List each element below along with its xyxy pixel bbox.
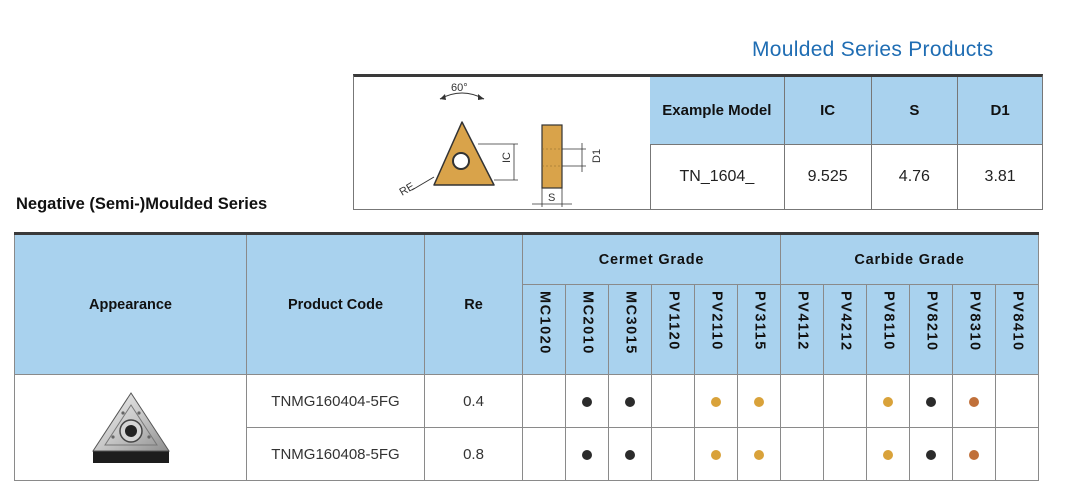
s-value: 4.76 [870, 144, 958, 209]
example-table: Example Model IC S D1 TN_1604_ 9.525 4.7… [650, 77, 1042, 209]
re-header: Re [424, 232, 523, 375]
grade-header: PV8210 [909, 284, 953, 375]
grade-mark-cell [522, 374, 566, 428]
grade-header: MC3015 [608, 284, 652, 375]
brown-dot-icon [969, 449, 979, 460]
grade-mark-cell [909, 427, 953, 481]
gold-dot-icon [754, 396, 764, 407]
grade-mark-cell [780, 427, 824, 481]
grade-mark-cell [565, 427, 609, 481]
section-title: Negative (Semi-)Moulded Series [16, 195, 268, 213]
s-header: S [870, 77, 958, 145]
grade-mark-cell [565, 374, 609, 428]
re-label: RE [397, 181, 416, 199]
grade-header: PV4112 [780, 284, 824, 375]
grade-mark-cell [823, 427, 867, 481]
grade-mark-cell [694, 427, 738, 481]
grade-mark-cell [737, 374, 781, 428]
grade-mark-cell [694, 374, 738, 428]
grade-header: MC2010 [565, 284, 609, 375]
table-row: TNMG160408-5FG 0.8 [15, 427, 1039, 481]
cermet-grade-header: Cermet Grade [522, 232, 781, 285]
gold-dot-icon [711, 449, 721, 460]
insert-photo-icon [92, 392, 170, 463]
grade-mark-cell [608, 427, 652, 481]
appearance-header: Appearance [14, 232, 247, 375]
black-dot-icon [582, 449, 592, 460]
grade-header: PV4212 [823, 284, 867, 375]
product-table: Appearance Product Code Re Cermet Grade … [14, 232, 1039, 481]
angle-label: 60° [451, 82, 468, 94]
grade-header: PV1120 [651, 284, 695, 375]
grade-header: PV8310 [952, 284, 996, 375]
grade-mark-cell [909, 374, 953, 428]
grade-mark-cell [608, 374, 652, 428]
product-code-cell: TNMG160404-5FG [246, 374, 425, 428]
brown-dot-icon [969, 396, 979, 407]
grade-header: PV8110 [866, 284, 910, 375]
gold-dot-icon [711, 396, 721, 407]
grade-mark-cell [866, 427, 910, 481]
grade-mark-cell [522, 427, 566, 481]
ic-value: 9.525 [783, 144, 871, 209]
grade-mark-cell [651, 427, 695, 481]
gold-dot-icon [883, 449, 893, 460]
grade-mark-cell [823, 374, 867, 428]
grade-mark-cell [866, 374, 910, 428]
example-model-value: TN_1604_ [679, 168, 755, 185]
gold-dot-icon [754, 449, 764, 460]
example-box: 60° RE IC D1 S [353, 74, 1043, 210]
grade-header: PV3115 [737, 284, 781, 375]
grade-mark-cell [952, 427, 996, 481]
insert-diagram: 60° RE IC D1 S [397, 82, 603, 207]
d1-label: D1 [591, 149, 603, 163]
grade-mark-cell [780, 374, 824, 428]
grade-mark-cell [952, 374, 996, 428]
black-dot-icon [625, 396, 635, 407]
insert-drawing: 60° RE IC D1 S [354, 77, 651, 210]
ic-header: IC [783, 77, 871, 145]
black-dot-icon [625, 449, 635, 460]
table-row: TNMG160404-5FG 0.4 [14, 374, 1039, 481]
black-dot-icon [926, 396, 936, 407]
re-cell: 0.8 [424, 427, 523, 481]
s-label: S [548, 192, 555, 204]
grade-header: PV2110 [694, 284, 738, 375]
ic-label: IC [501, 152, 513, 163]
grade-mark-cell [651, 374, 695, 428]
d1-value: 3.81 [957, 144, 1042, 209]
carbide-grade-header: Carbide Grade [780, 232, 1039, 285]
black-dot-icon [582, 396, 592, 407]
example-model-header: Example Model [650, 77, 785, 145]
d1-header: D1 [957, 77, 1042, 145]
black-dot-icon [926, 449, 936, 460]
grade-mark-cell [737, 427, 781, 481]
grade-header: PV8410 [995, 284, 1039, 375]
grade-header: MC1020 [522, 284, 566, 375]
product-code-header: Product Code [246, 232, 425, 375]
grade-mark-cell [995, 374, 1039, 428]
page-title: Moulded Series Products [752, 38, 994, 61]
product-code-cell: TNMG160408-5FG [246, 427, 425, 481]
grade-mark-cell [995, 427, 1039, 481]
gold-dot-icon [883, 396, 893, 407]
re-cell: 0.4 [424, 374, 523, 428]
appearance-cell [14, 374, 247, 481]
